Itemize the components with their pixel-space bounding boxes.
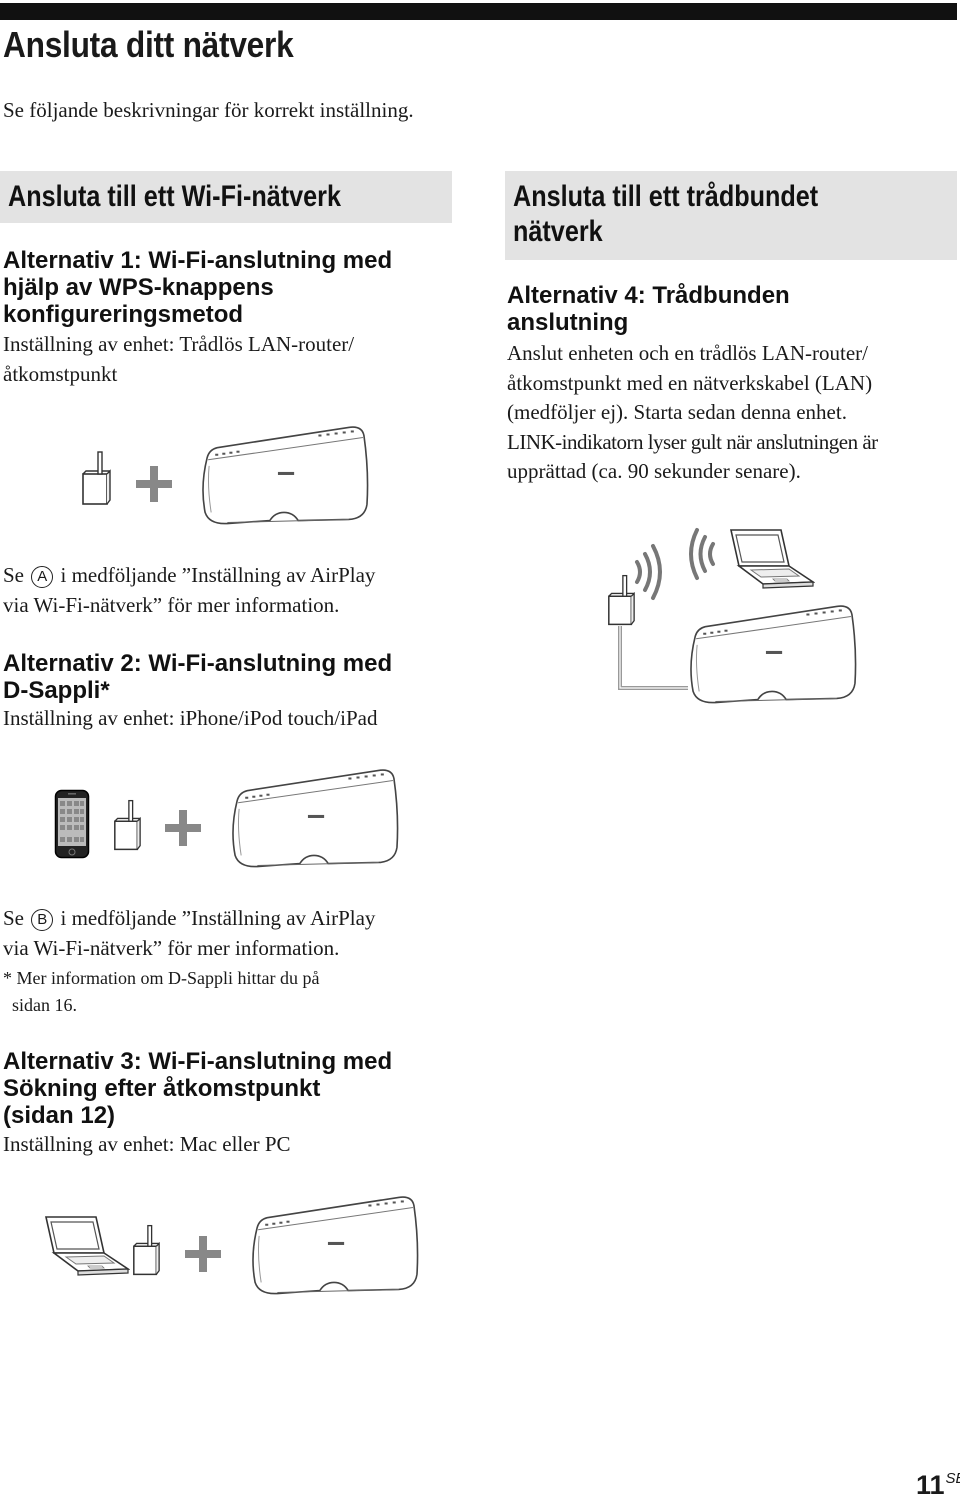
intro-text: Se följande beskrivningar för korrekt in…	[3, 98, 414, 122]
speaker-dock-icon	[247, 1195, 419, 1299]
wired-section-heading: Ansluta till ett trådbundet nätverk	[505, 171, 957, 260]
plus-icon	[136, 466, 172, 502]
alt3-device: Inställning av enhet: Mac eller PC	[3, 1132, 291, 1156]
plus-icon	[165, 810, 201, 846]
alt4-body-line: LINK-indikatorn lyser gult när anslutnin…	[507, 429, 878, 454]
alt3-heading: Alternativ 3: Wi-Fi-anslutning med Sökni…	[3, 1048, 392, 1129]
alt1-heading-line: hjälp av WPS-knappens	[3, 274, 274, 301]
page-number-value: 11	[916, 1470, 945, 1500]
dsappli-footnote: * Mer information om D-Sappli hittar du …	[3, 965, 319, 1019]
see-word: Se	[3, 563, 24, 587]
see-text-line2: via Wi-Fi-nätverk” för mer information.	[3, 592, 340, 617]
alt4-heading: Alternativ 4: Trådbunden anslutning	[507, 282, 790, 336]
wifi-section-heading: Ansluta till ett Wi-Fi-nätverk	[0, 171, 452, 223]
alt3-heading-line: (sidan 12)	[3, 1102, 116, 1129]
alt1-heading-line: konfigureringsmetod	[3, 301, 244, 328]
plus-icon	[185, 1236, 221, 1272]
wired-section-title-line: nätverk	[513, 215, 603, 248]
alt1-heading: Alternativ 1: Wi-Fi-anslutning med hjälp…	[3, 247, 392, 328]
footnote-line: sidan 16.	[3, 995, 77, 1015]
speaker-dock-icon	[227, 768, 399, 872]
circle-b-icon: B	[31, 909, 54, 931]
alt2-heading-line: Alternativ 2: Wi-Fi-anslutning med	[3, 650, 393, 677]
wired-section-title-line: Ansluta till ett trådbundet	[513, 180, 819, 213]
alt4-body-line: Anslut enheten och en trådlös LAN-router…	[507, 341, 868, 365]
wifi-waves-icon	[635, 544, 662, 600]
speaker-dock-icon	[197, 425, 369, 529]
circle-a-icon: A	[31, 566, 54, 588]
page-number-suffix: SE	[945, 1470, 960, 1487]
alt3-heading-line: Sökning efter åtkomstpunkt	[3, 1075, 321, 1102]
alt1-device-line: åtkomstpunkt	[3, 361, 118, 386]
router-icon	[131, 1222, 161, 1278]
alt1-heading-line: Alternativ 1: Wi-Fi-anslutning med	[3, 247, 393, 274]
see-word: Se	[3, 906, 24, 930]
page-number: 11SE	[916, 1470, 960, 1501]
router-icon	[606, 571, 636, 629]
router-icon	[80, 450, 112, 506]
wired-connection-diagram	[618, 528, 715, 690]
page-title: Ansluta ditt nätverk	[3, 24, 294, 65]
alt2-see-reference: Se B i medföljande ”Inställning av AirPl…	[3, 904, 375, 963]
alt4-body-line: åtkomstpunkt med en nätverkskabel (LAN)	[507, 370, 873, 395]
footnote-line: * Mer information om D-Sappli hittar du …	[3, 968, 320, 988]
see-text: i medföljande ”Inställning av AirPlay	[60, 906, 376, 930]
alt1-see-reference: Se A i medföljande ”Inställning av AirPl…	[3, 561, 375, 620]
router-icon	[112, 797, 142, 853]
alt4-heading-line: anslutning	[507, 309, 629, 336]
laptop-icon	[30, 1215, 130, 1281]
wifi-section-title: Ansluta till ett Wi-Fi-nätverk	[8, 180, 342, 213]
alt1-device: Inställning av enhet: Trådlös LAN-router…	[3, 330, 354, 389]
alt2-heading-line: D-Sappli*	[3, 677, 110, 704]
alt4-body: Anslut enheten och en trådlös LAN-router…	[507, 339, 878, 487]
alt2-device: Inställning av enhet: iPhone/iPod touch/…	[3, 706, 378, 730]
see-text: i medföljande ”Inställning av AirPlay	[60, 563, 376, 587]
alt1-device-line: Inställning av enhet: Trådlös LAN-router…	[3, 332, 355, 356]
alt2-heading: Alternativ 2: Wi-Fi-anslutning med D-Sap…	[3, 650, 392, 704]
alt4-heading-line: Alternativ 4: Trådbunden	[507, 282, 790, 309]
alt4-body-line: upprättad (ca. 90 sekunder senare).	[507, 459, 801, 483]
alt3-heading-line: Alternativ 3: Wi-Fi-anslutning med	[3, 1048, 393, 1075]
iphone-icon	[54, 789, 90, 859]
top-rule	[0, 3, 957, 20]
wifi-waves-icon	[689, 528, 715, 580]
laptop-icon	[715, 528, 815, 594]
speaker-dock-icon	[685, 604, 857, 708]
see-text-line2: via Wi-Fi-nätverk” för mer information.	[3, 935, 340, 960]
alt4-body-line: (medföljer ej). Starta sedan denna enhet…	[507, 400, 847, 424]
